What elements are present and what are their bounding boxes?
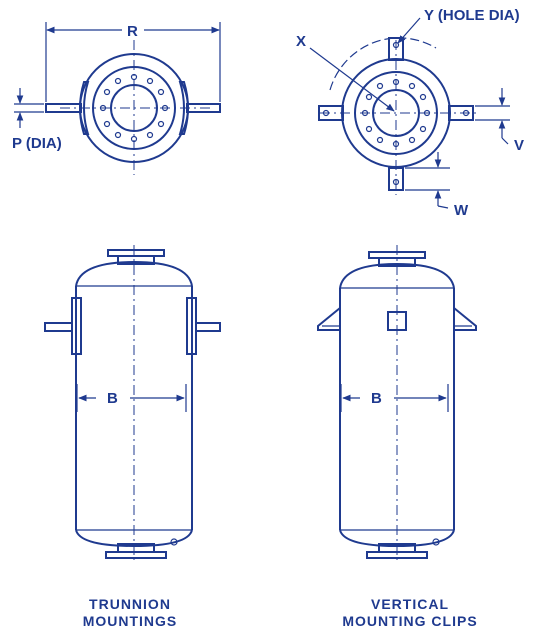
label-x: X xyxy=(296,33,306,50)
bolt-holes xyxy=(99,73,169,143)
caption-right-line2: MOUNTING CLIPS xyxy=(342,613,478,629)
label-p-dia: P (DIA) xyxy=(12,135,62,152)
caption-right-line1: VERTICAL xyxy=(371,596,449,612)
label-b-right: B xyxy=(371,390,382,407)
caption-left-line2: MOUNTINGS xyxy=(82,613,178,629)
label-w: W xyxy=(454,202,469,219)
clip-elevation xyxy=(317,245,477,560)
trunnion-plan-view xyxy=(14,20,221,175)
label-r: R xyxy=(127,23,138,40)
caption-trunnion-mountings: TRUNNION MOUNTINGS xyxy=(40,596,220,630)
bolt-holes-right xyxy=(361,78,431,148)
label-y-hole-dia: Y (HOLE DIA) xyxy=(424,7,520,24)
clip-plan-view xyxy=(309,17,510,209)
label-b-left: B xyxy=(107,390,118,407)
label-v: V xyxy=(514,137,524,154)
trunnion-elevation xyxy=(44,245,221,560)
caption-left-line1: TRUNNION xyxy=(89,596,171,612)
caption-vertical-mounting-clips: VERTICAL MOUNTING CLIPS xyxy=(300,596,520,630)
